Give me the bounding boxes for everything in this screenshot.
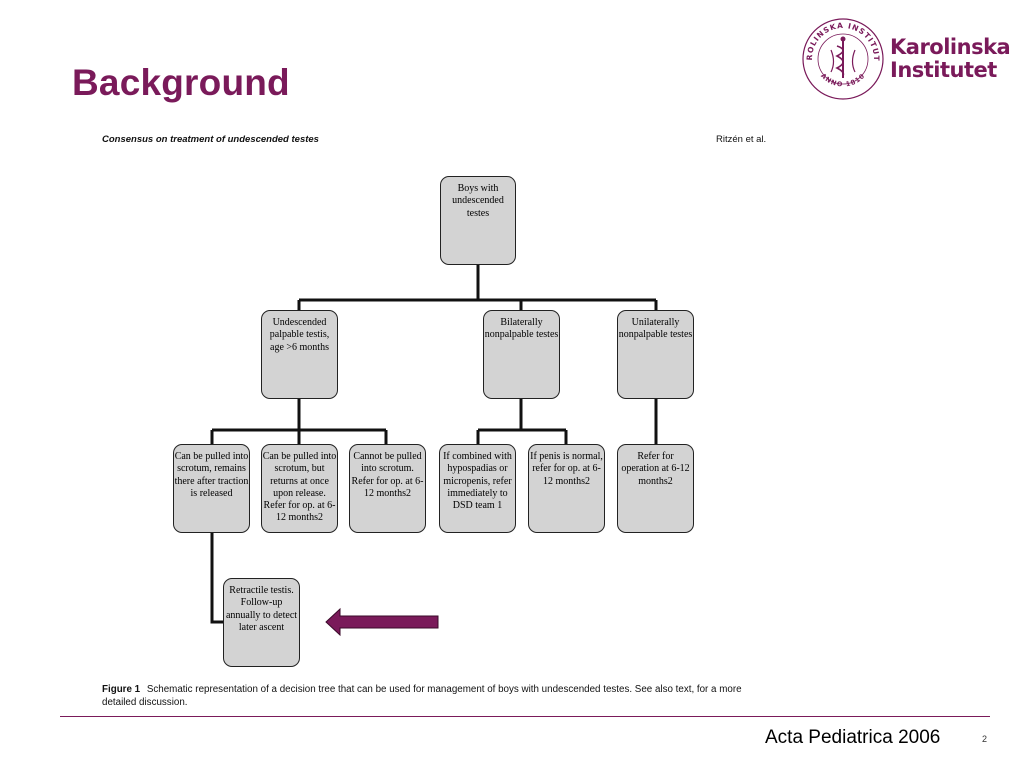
node-unilateral-text: Unilaterally nonpalpable testes <box>618 317 693 341</box>
node-pulled-remains: Can be pulled into scrotum, remains ther… <box>173 444 250 533</box>
karolinska-seal-icon: KAROLINSKA INSTITUTET ANNO 1810 <box>800 16 884 100</box>
node-retractile-text: Retractile testis. Follow-up annually to… <box>225 585 298 633</box>
logo-line-1: Karolinska <box>890 35 1011 59</box>
node-pulled-returns: Can be pulled into scrotum, but returns … <box>261 444 338 533</box>
page-number: 2 <box>982 734 988 744</box>
footer-source: Acta Pediatrica 2006 <box>765 727 941 748</box>
pointer-arrow-icon <box>325 607 439 637</box>
footer-divider <box>60 716 990 717</box>
node-root-text: Boys with undescended testes <box>452 183 504 219</box>
node-unilateral: Unilaterally nonpalpable testes <box>617 310 694 399</box>
node-refer-operation-text: Refer for operation at 6-12 months2 <box>621 451 690 487</box>
figure-caption: Figure 1 Schematic representation of a d… <box>102 683 770 709</box>
node-hypospadias-text: If combined with hypospadias or micropen… <box>443 451 512 512</box>
node-palpable: Undescended palpable testis, age >6 mont… <box>261 310 338 399</box>
logo-line-2: Institutet <box>890 58 997 82</box>
figure-heading: Consensus on treatment of undescended te… <box>102 134 319 145</box>
logo-wordmark: Karolinska Institutet <box>890 35 1011 82</box>
node-cannot-pull: Cannot be pulled into scrotum. Refer for… <box>349 444 426 533</box>
node-palpable-text: Undescended palpable testis, age >6 mont… <box>269 317 330 353</box>
node-bilateral: Bilaterally nonpalpable testes <box>483 310 560 399</box>
node-refer-operation: Refer for operation at 6-12 months2 <box>617 444 694 533</box>
slide-title: Background <box>72 62 290 103</box>
node-penis-normal-text: If penis is normal, refer for op. at 6-1… <box>530 451 603 487</box>
karolinska-logo: KAROLINSKA INSTITUTET ANNO 1810 Karolins… <box>800 16 1011 102</box>
connector-to-retractile <box>210 532 224 624</box>
node-pulled-returns-text: Can be pulled into scrotum, but returns … <box>262 451 337 524</box>
node-retractile: Retractile testis. Follow-up annually to… <box>223 578 300 667</box>
node-cannot-pull-text: Cannot be pulled into scrotum. Refer for… <box>351 451 424 499</box>
figure-caption-text: Schematic representation of a decision t… <box>102 684 742 708</box>
node-hypospadias: If combined with hypospadias or micropen… <box>439 444 516 533</box>
figure-authors: Ritzén et al. <box>716 134 767 145</box>
node-root: Boys with undescended testes <box>440 176 516 265</box>
node-penis-normal: If penis is normal, refer for op. at 6-1… <box>528 444 605 533</box>
figure-caption-label: Figure 1 <box>102 684 141 695</box>
node-pulled-remains-text: Can be pulled into scrotum, remains ther… <box>174 451 249 499</box>
node-bilateral-text: Bilaterally nonpalpable testes <box>484 317 559 341</box>
